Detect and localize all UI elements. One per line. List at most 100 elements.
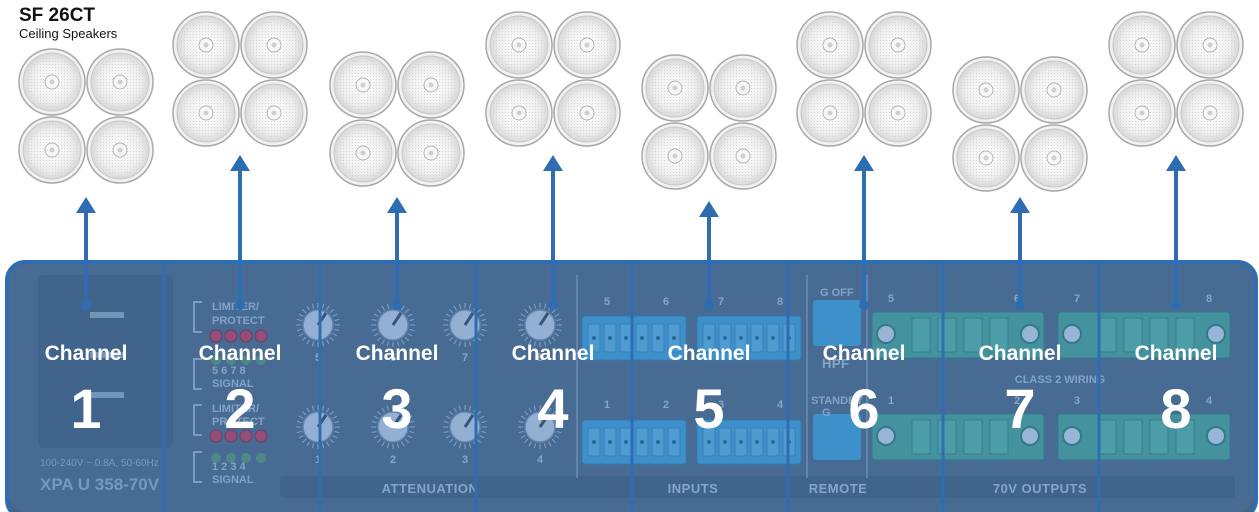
channel-arrow xyxy=(699,201,719,310)
speaker-icon xyxy=(86,116,154,184)
output-terminal-block[interactable] xyxy=(871,311,1045,359)
signal-label-top: SIGNAL xyxy=(212,378,254,390)
remote-connector-bottom xyxy=(813,414,861,460)
channel-arrow xyxy=(1010,197,1030,310)
input-number: 7 xyxy=(718,296,724,308)
input-terminal-block[interactable] xyxy=(581,315,687,361)
limiter-label-2: LIMITER/ xyxy=(212,403,259,415)
speaker-groups xyxy=(18,11,1244,192)
output-terminal-block[interactable] xyxy=(1057,311,1231,359)
product-title-block: SF 26CT Ceiling Speakers xyxy=(19,6,117,40)
speaker-icon xyxy=(86,48,154,116)
dial-label: 4 xyxy=(537,454,544,466)
power-pin xyxy=(90,312,124,318)
dial-label: 1 xyxy=(315,454,321,466)
dial-label: 8 xyxy=(537,352,543,364)
speaker-icon xyxy=(172,11,240,79)
attenuation-dial[interactable]: 6 xyxy=(371,303,415,364)
speaker-icon xyxy=(172,79,240,147)
led-indicator xyxy=(211,453,221,463)
speaker-icon xyxy=(18,116,86,184)
speaker-group xyxy=(641,54,777,190)
product-name: SF 26CT xyxy=(19,5,96,26)
led-indicator xyxy=(211,355,221,365)
led-indicator xyxy=(226,355,236,365)
led-indicator xyxy=(241,453,251,463)
power-inlet xyxy=(38,275,173,448)
output-number: 1 xyxy=(888,395,894,407)
output-terminal-block[interactable] xyxy=(1057,413,1231,461)
input-number: 4 xyxy=(777,399,784,411)
speaker-icon xyxy=(240,11,308,79)
channel-arrow xyxy=(854,155,874,310)
speaker-icon xyxy=(485,11,553,79)
speaker-icon xyxy=(397,119,465,187)
speaker-icon xyxy=(553,79,621,147)
speaker-icon xyxy=(641,122,709,190)
speaker-group xyxy=(18,48,154,184)
channel-word: Channel xyxy=(45,342,128,365)
attenuation-dials: 5 6 7 8 1 2 3 4 xyxy=(296,303,562,466)
hpf-label: HPF xyxy=(822,356,850,371)
speaker-icon xyxy=(709,54,777,122)
channel-word: Channel xyxy=(668,342,751,365)
channel-arrow xyxy=(387,197,407,310)
speaker-icon xyxy=(864,11,932,79)
channel-arrow xyxy=(1166,155,1186,310)
speaker-icon xyxy=(641,54,709,122)
channel-arrow xyxy=(76,197,96,310)
input-number: 5 xyxy=(604,296,610,308)
dial-label: 7 xyxy=(462,352,468,364)
output-number: 4 xyxy=(1206,395,1213,407)
g-label: G xyxy=(822,407,831,419)
speaker-icon xyxy=(1108,79,1176,147)
channel-number: 7 xyxy=(1004,377,1035,440)
speaker-icon xyxy=(329,119,397,187)
dial-label: 3 xyxy=(462,454,468,466)
speaker-group xyxy=(172,11,308,147)
led-indicator xyxy=(239,329,253,343)
input-terminal-block[interactable] xyxy=(696,419,802,465)
input-number: 8 xyxy=(777,296,783,308)
dial-label: 2 xyxy=(390,454,396,466)
output-terminal-block[interactable] xyxy=(871,413,1045,461)
indicator-leds xyxy=(209,329,268,463)
channel-number: 2 xyxy=(224,377,255,440)
speaker-icon xyxy=(1108,11,1176,79)
channel-arrow xyxy=(230,155,250,310)
led-indicator xyxy=(239,429,253,443)
attenuation-dial[interactable]: 2 xyxy=(371,405,415,466)
speaker-icon xyxy=(240,79,308,147)
speaker-icon xyxy=(485,79,553,147)
led-indicator xyxy=(224,429,238,443)
attenuation-dial[interactable]: 3 xyxy=(443,405,487,466)
attenuation-dial[interactable]: 4 xyxy=(518,405,562,466)
attenuation-dial[interactable]: 5 xyxy=(296,303,340,364)
input-terminal-block[interactable] xyxy=(696,315,802,361)
class2-wiring-label: CLASS 2 WIRING xyxy=(1015,374,1105,386)
dial-label: 6 xyxy=(390,352,396,364)
speaker-icon xyxy=(18,48,86,116)
channel-number: 3 xyxy=(381,377,412,440)
protect-label-2: PROTECT xyxy=(212,416,265,428)
inputs-label: INPUTS xyxy=(668,481,719,496)
power-rating: 100-240V ~ 0.8A, 50-60Hz xyxy=(40,458,159,469)
led-indicator xyxy=(241,355,251,365)
output-number: 7 xyxy=(1074,293,1080,305)
signal-label-bottom: SIGNAL xyxy=(212,474,254,486)
input-number: 3 xyxy=(718,399,724,411)
channel-number: 4 xyxy=(537,377,568,440)
led-indicator xyxy=(209,429,223,443)
channel-arrow xyxy=(543,155,563,310)
attenuation-dial[interactable]: 8 xyxy=(518,303,562,364)
input-terminal-block[interactable] xyxy=(581,419,687,465)
speaker-icon xyxy=(1020,56,1088,124)
remote-connector-top xyxy=(813,300,861,346)
